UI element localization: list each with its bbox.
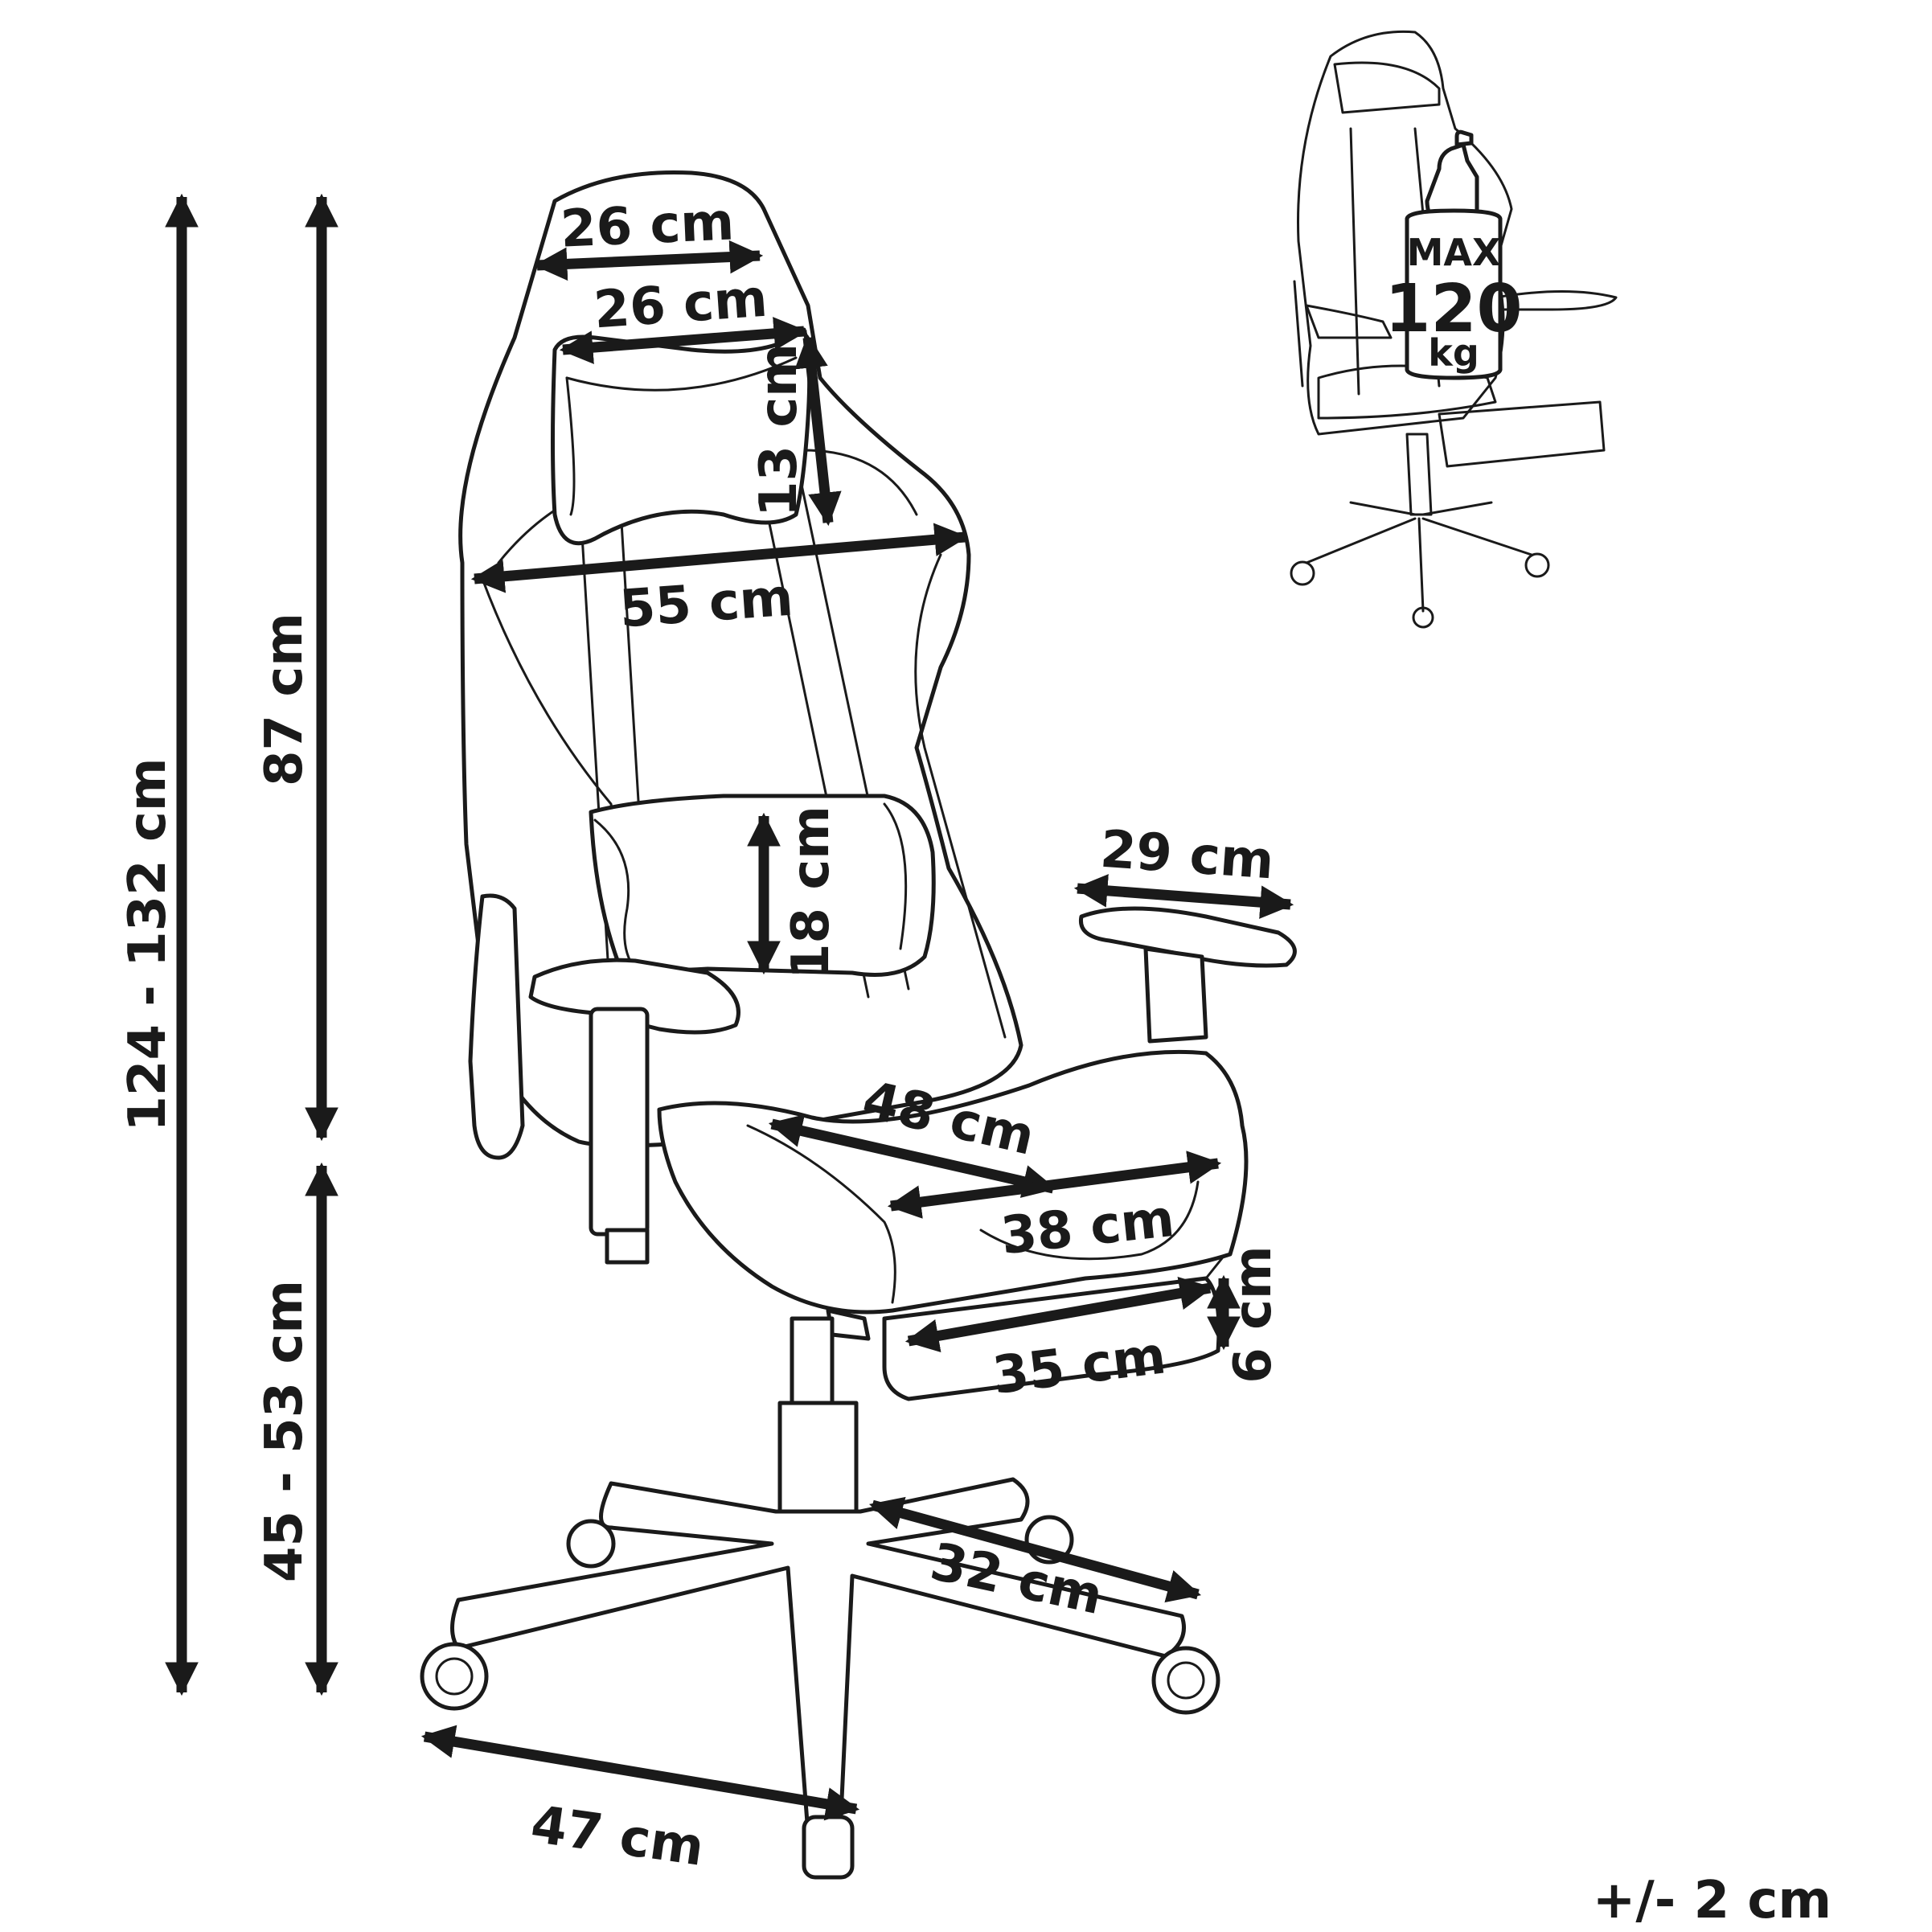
label-armrest-width: 29 cm	[1098, 820, 1276, 892]
arrow-pillow-width	[559, 317, 808, 364]
label-total-height: 124 - 132 cm	[118, 757, 178, 1131]
dimension-arrows	[165, 193, 1294, 1821]
label-footrest-height: 6 cm	[1224, 1245, 1283, 1383]
weight-label-unit: kg	[1428, 331, 1479, 375]
arrow-base-width	[420, 1725, 860, 1821]
label-headrest-top-width: 26 cm	[560, 192, 736, 259]
arrow-armrest-width	[1073, 874, 1294, 919]
weight-label-value: 120	[1384, 271, 1522, 347]
label-lumbar-height: 18 cm	[781, 806, 841, 979]
arrow-seat-width	[887, 1151, 1222, 1219]
arrow-headrest-top	[533, 240, 764, 281]
weight-icon: MAX 120 kg	[1384, 129, 1523, 380]
arrow-footrest-width	[904, 1277, 1214, 1352]
gaming-chair-drawing	[420, 170, 1297, 1880]
label-backrest-width: 55 cm	[617, 568, 795, 640]
label-pillow-height: 13 cm	[749, 343, 809, 517]
arrow-backrest-width	[470, 523, 969, 593]
weight-label-max: MAX	[1407, 231, 1501, 274]
arrow-pillow-height	[794, 334, 842, 527]
dimension-labels: 124 - 132 cm 87 cm 45 - 53 cm 26 cm 26 c…	[118, 192, 1283, 1878]
arrow-base-leg	[868, 1496, 1202, 1603]
label-base-width: 47 cm	[527, 1795, 708, 1878]
tolerance-note: +/- 2 cm	[1593, 1871, 1832, 1930]
label-seat-height: 45 - 53 cm	[255, 1280, 314, 1582]
label-backrest-height: 87 cm	[255, 613, 314, 786]
label-headrest-pillow-width: 26 cm	[592, 269, 769, 341]
